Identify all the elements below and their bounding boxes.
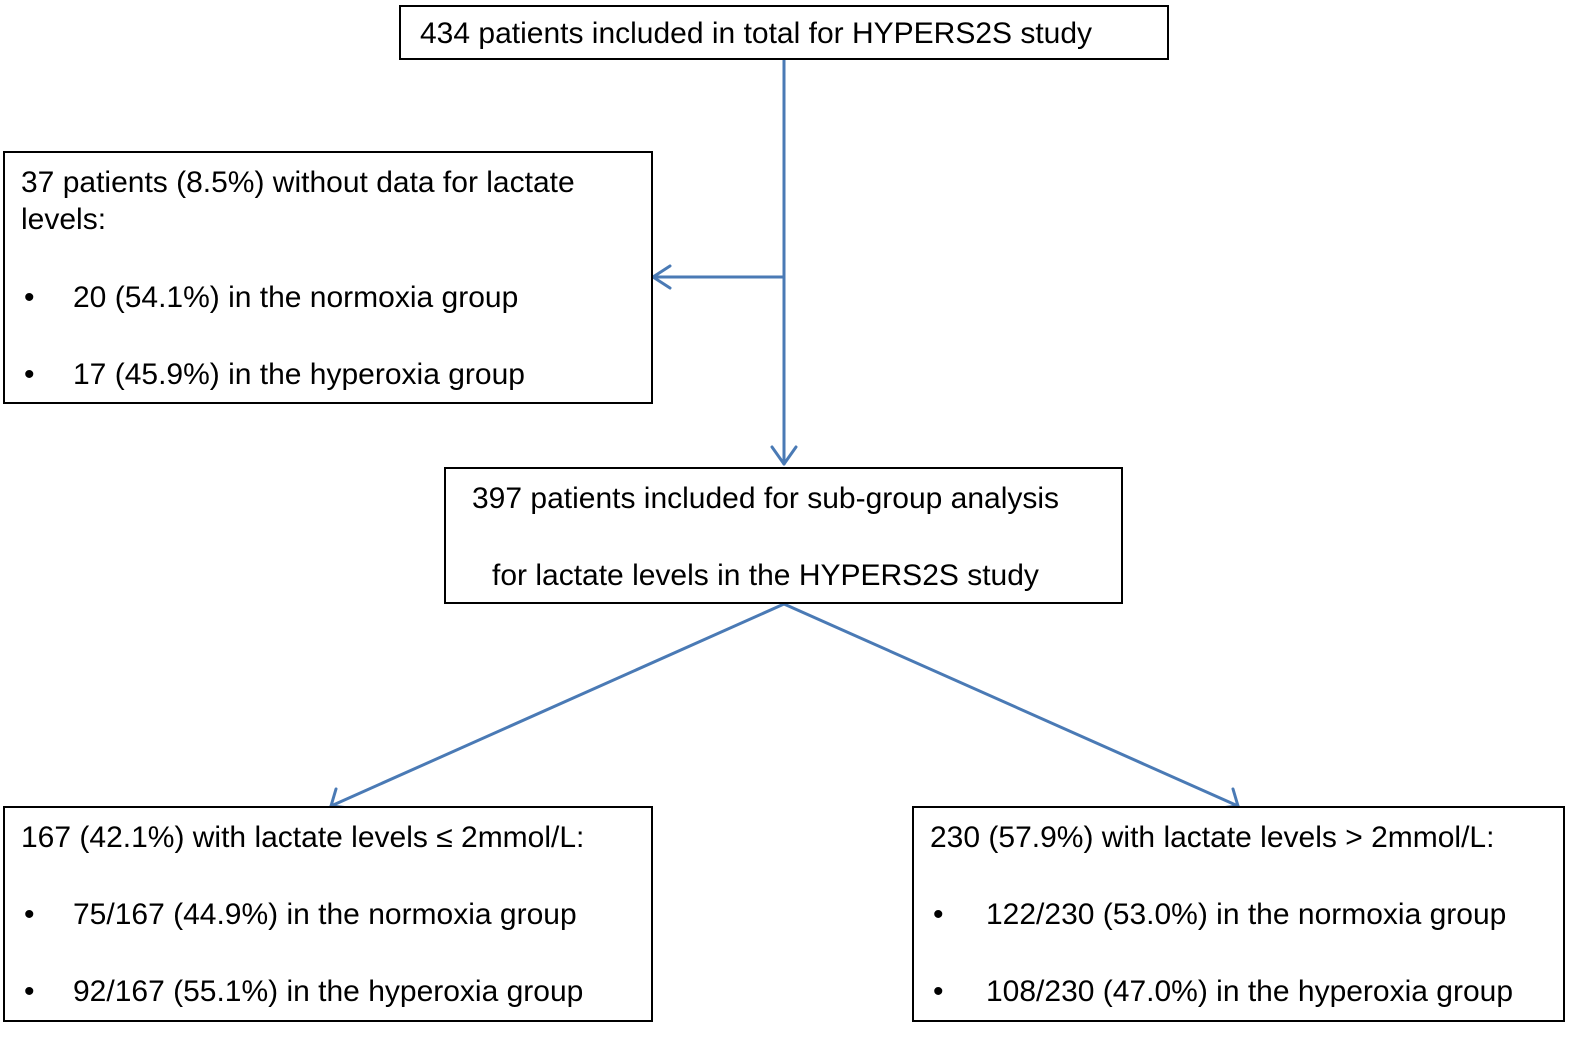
excluded-title-line1: 37 patients (8.5%) without data for lact… [21,166,575,199]
bullet-symbol: • [933,975,944,1008]
low-lactate-title: 167 (42.1%) with lactate levels ≤ 2mmol/… [21,821,585,854]
total-patients-text: 434 patients included in total for HYPER… [420,17,1093,50]
arrow-to-right-box [782,602,1240,808]
bullet-symbol: • [933,898,944,931]
arrowhead-excluded [651,264,672,290]
high-lactate-normoxia-item: 122/230 (53.0%) in the normoxia group [986,898,1507,931]
high-lactate-hyperoxia-item: 108/230 (47.0%) in the hyperoxia group [986,975,1514,1008]
bullet-symbol: • [24,281,35,314]
excluded-hyperoxia-item: 17 (45.9%) in the hyperoxia group [73,358,525,391]
high-lactate-box: 230 (57.9%) with lactate levels > 2mmol/… [912,806,1565,1022]
arrow-to-left-box [329,602,786,808]
arrowhead-middle [770,445,798,466]
subgroup-analysis-box: 397 patients included for sub-group anal… [444,467,1123,604]
subgroup-line1: 397 patients included for sub-group anal… [472,482,1060,515]
low-lactate-hyperoxia-item: 92/167 (55.1%) in the hyperoxia group [73,975,584,1008]
low-lactate-box: 167 (42.1%) with lactate levels ≤ 2mmol/… [3,806,653,1022]
subgroup-line2: for lactate levels in the HYPERS2S study [492,559,1039,592]
bullet-symbol: • [24,975,35,1008]
bullet-symbol: • [24,898,35,931]
excluded-title-line2: levels: [21,203,107,236]
excluded-normoxia-item: 20 (54.1%) in the normoxia group [73,281,519,314]
excluded-patients-box: 37 patients (8.5%) without data for lact… [3,151,653,404]
low-lactate-normoxia-item: 75/167 (44.9%) in the normoxia group [73,898,577,931]
high-lactate-title: 230 (57.9%) with lactate levels > 2mmol/… [930,821,1495,854]
total-patients-box: 434 patients included in total for HYPER… [399,5,1169,60]
bullet-symbol: • [24,358,35,391]
